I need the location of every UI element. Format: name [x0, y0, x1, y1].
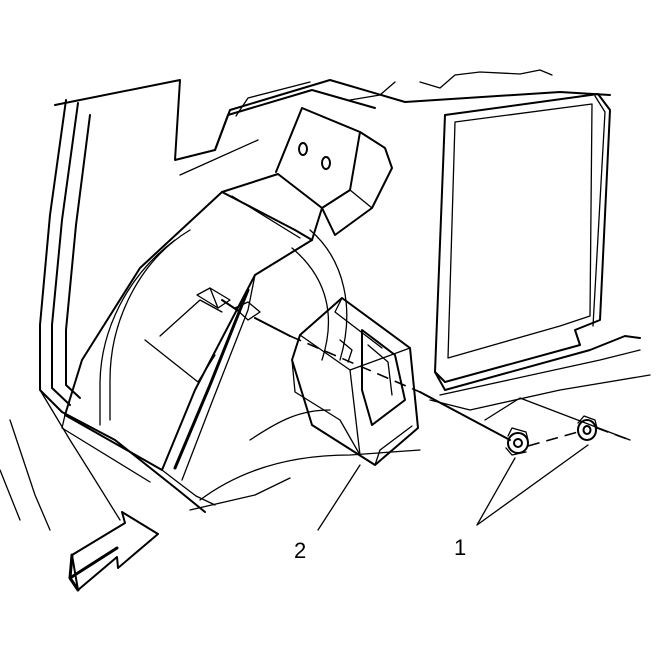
retainer-clips — [419, 391, 631, 456]
release-cable — [196, 287, 421, 393]
callout-label-1: 1 — [454, 535, 466, 560]
trim-cover — [291, 297, 419, 466]
callout-label-2: 2 — [294, 538, 306, 563]
mounting-bracket — [61, 107, 393, 506]
wheel-well — [99, 229, 421, 511]
body-frame — [0, 69, 611, 531]
window-frame — [429, 93, 651, 411]
callout-leaders — [317, 444, 589, 531]
view-direction-arrow — [68, 511, 159, 592]
